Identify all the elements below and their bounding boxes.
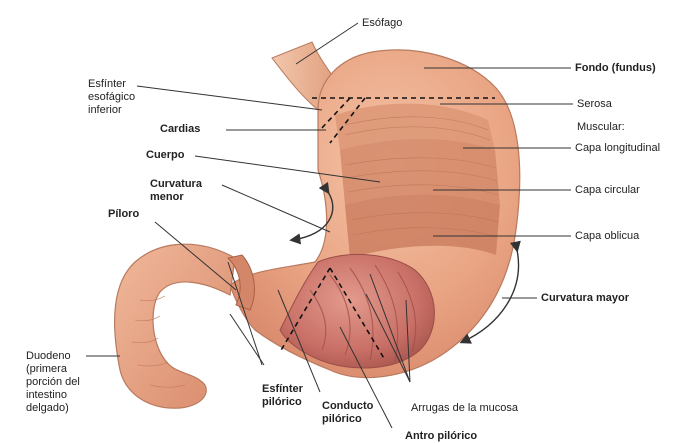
label-antro-pilorico: Antro pilórico	[405, 430, 477, 443]
label-curvatura-menor: Curvatura menor	[150, 178, 202, 204]
duodenum	[115, 244, 235, 408]
label-arrugas: Arrugas de la mucosa	[411, 402, 518, 415]
label-esfinter-esofagico: Esfínter esofágico inferior	[88, 78, 135, 117]
label-muscular: Muscular:	[577, 121, 625, 134]
label-piloro: Píloro	[108, 208, 139, 221]
label-fondo: Fondo (fundus)	[575, 62, 656, 75]
label-cuerpo: Cuerpo	[146, 149, 185, 162]
label-duodeno: Duodeno (primera porción del intestino d…	[26, 350, 80, 415]
label-capa-longitudinal: Capa longitudinal	[575, 142, 660, 155]
label-esfinter-pilorico: Esfínter pilórico	[262, 383, 303, 409]
label-capa-circular: Capa circular	[575, 184, 640, 197]
label-conducto-pilorico: Conducto pilórico	[322, 400, 373, 426]
label-serosa: Serosa	[577, 98, 612, 111]
label-curvatura-mayor: Curvatura mayor	[541, 292, 629, 305]
label-esofago: Esófago	[362, 17, 402, 30]
label-capa-oblicua: Capa oblicua	[575, 230, 639, 243]
label-cardias: Cardias	[160, 123, 200, 136]
